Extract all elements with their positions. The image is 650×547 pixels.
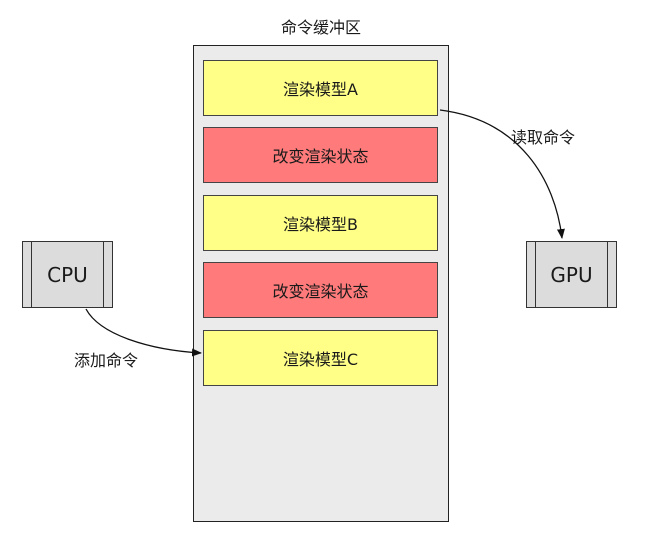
buffer-title: 命令缓冲区	[280, 18, 361, 37]
command-render-model-b: 渲染模型B	[203, 195, 438, 251]
gpu-box: GPU	[526, 241, 617, 308]
command-change-render-state-1: 改变渲染状态	[203, 127, 438, 183]
add-command-label: 添加命令	[74, 351, 139, 370]
gpu-label: GPU	[550, 262, 593, 287]
add-command-arrow	[85, 308, 202, 357]
command-render-model-a: 渲染模型A	[203, 60, 438, 116]
command-change-render-state-2: 改变渲染状态	[203, 262, 438, 318]
cpu-label: CPU	[47, 262, 88, 287]
read-command-label: 读取命令	[511, 128, 576, 147]
read-command-arrow	[439, 109, 565, 239]
cpu-box: CPU	[22, 241, 113, 308]
command-render-model-c: 渲染模型C	[203, 330, 438, 386]
